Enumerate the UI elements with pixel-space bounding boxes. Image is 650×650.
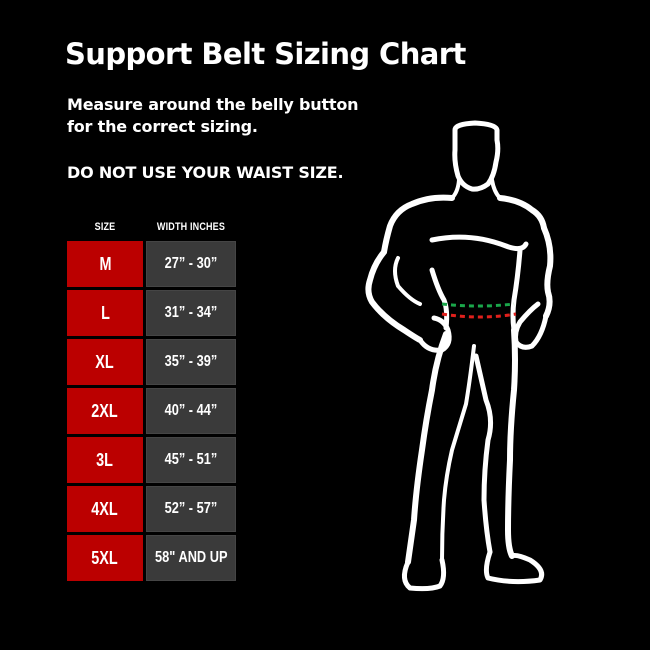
table-header: SIZE WIDTH INCHES xyxy=(67,216,237,238)
table-row: L 31” - 34” xyxy=(67,290,237,336)
size-label: 5XL xyxy=(91,547,119,568)
width-cell: 35” - 39” xyxy=(146,339,236,385)
width-range: 45” - 51” xyxy=(164,451,218,468)
width-range: 58" AND UP xyxy=(154,549,228,566)
size-label: 3L xyxy=(96,449,114,470)
width-cell: 58" AND UP xyxy=(146,535,236,581)
width-range: 31” - 34” xyxy=(164,304,218,321)
sizing-table: SIZE WIDTH INCHES M 27” - 30” L 31” - 34… xyxy=(67,216,237,584)
table-row: 4XL 52” - 57” xyxy=(67,486,237,532)
size-label: XL xyxy=(95,351,115,372)
size-cell: 4XL xyxy=(67,486,143,532)
table-row: XL 35” - 39” xyxy=(67,339,237,385)
width-cell: 40” - 44” xyxy=(146,388,236,434)
size-label: M xyxy=(99,253,111,274)
table-row: 5XL 58" AND UP xyxy=(67,535,237,581)
muscular-man-silhouette-icon xyxy=(365,120,554,592)
instruction-line-1: Measure around the belly button xyxy=(67,95,359,114)
size-cell: 5XL xyxy=(67,535,143,581)
width-range: 40” - 44” xyxy=(164,402,218,419)
width-range: 52” - 57” xyxy=(164,500,218,517)
table-row: 2XL 40” - 44” xyxy=(67,388,237,434)
size-cell: L xyxy=(67,290,143,336)
table-row: 3L 45” - 51” xyxy=(67,437,237,483)
header-width-inches: WIDTH INCHES xyxy=(156,221,226,233)
width-cell: 45” - 51” xyxy=(146,437,236,483)
page-title: Support Belt Sizing Chart xyxy=(65,37,466,71)
width-cell: 31” - 34” xyxy=(146,290,236,336)
width-cell: 52” - 57” xyxy=(146,486,236,532)
size-cell: XL xyxy=(67,339,143,385)
size-cell: 3L xyxy=(67,437,143,483)
width-cell: 27” - 30” xyxy=(146,241,236,287)
measure-instructions: Measure around the belly button for the … xyxy=(67,94,377,138)
table-row: M 27” - 30” xyxy=(67,241,237,287)
instruction-line-2: for the correct sizing. xyxy=(67,117,258,136)
size-cell: 2XL xyxy=(67,388,143,434)
width-range: 35” - 39” xyxy=(164,353,218,370)
size-cell: M xyxy=(67,241,143,287)
size-label: 4XL xyxy=(91,498,119,519)
header-size: SIZE xyxy=(94,221,116,233)
size-label: L xyxy=(100,302,110,323)
width-range: 27” - 30” xyxy=(164,255,218,272)
waist-warning: DO NOT USE YOUR WAIST SIZE. xyxy=(67,163,344,182)
size-label: 2XL xyxy=(91,400,119,421)
